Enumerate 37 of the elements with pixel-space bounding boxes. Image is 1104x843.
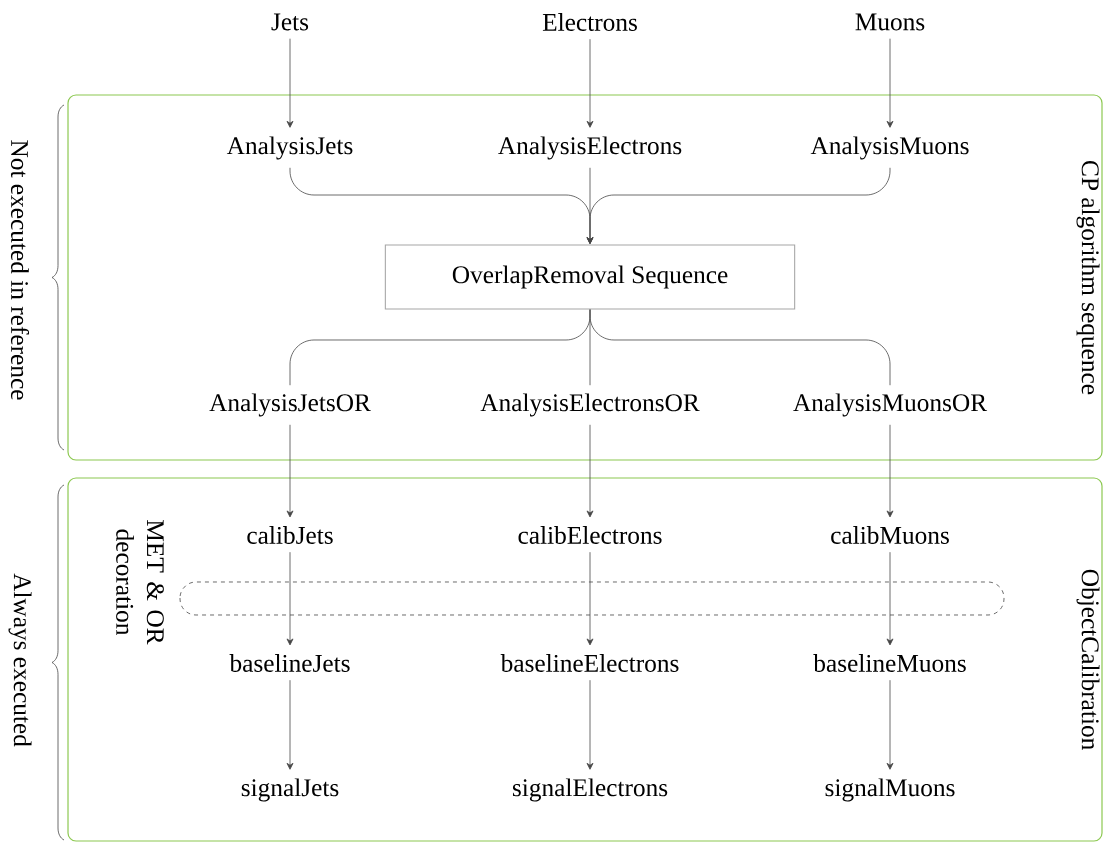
collection-name: calibMuons: [831, 526, 949, 544]
collection-name: signalMuons: [825, 778, 955, 802]
collection-name: calibElectrons: [518, 526, 662, 544]
process-box: OverlapRemoval Sequence: [384, 244, 796, 310]
collection-name: AnalysisJets: [226, 136, 353, 160]
collection-name: AnalysisElectronsOR: [480, 393, 700, 417]
collection-name: baselineElectrons: [500, 654, 679, 672]
arrow: [886, 551, 894, 646]
collection-name: AnalysisJetsOR: [209, 393, 371, 417]
brace-label: Always executed: [8, 573, 32, 747]
arrow: [286, 38, 294, 128]
brace-label: Not executed in reference: [10, 140, 30, 400]
arrow: [886, 424, 894, 518]
collection-name: signalElectrons: [512, 778, 668, 802]
group-label: ObjectCalibration: [1076, 569, 1100, 750]
collection-name: baselineMuons: [813, 654, 966, 672]
collection-name: AnalysisMuons: [810, 136, 969, 160]
collection-name: signalJets: [241, 778, 339, 802]
group-label: CP algorithm sequence: [1076, 161, 1100, 395]
arrow: [886, 679, 894, 770]
collection-name: baselineJets: [229, 654, 350, 672]
collection-name: AnalysisMuonsOR: [793, 393, 988, 417]
arrow: [586, 551, 594, 646]
arrow: [586, 424, 594, 518]
collection-name: Electrons: [542, 13, 637, 31]
connector-line: [589, 309, 891, 386]
collection-name: calibJets: [247, 526, 333, 544]
arrow: [286, 679, 294, 770]
arrow: [586, 167, 891, 244]
arrow: [886, 38, 894, 128]
arrow: [586, 38, 594, 128]
arrow: [586, 679, 594, 770]
collection-name: Muons: [855, 13, 925, 31]
arrow: [286, 424, 294, 518]
arrow: [286, 551, 294, 646]
collection-name: Jets: [271, 13, 309, 31]
collection-name: AnalysisElectrons: [498, 136, 682, 160]
